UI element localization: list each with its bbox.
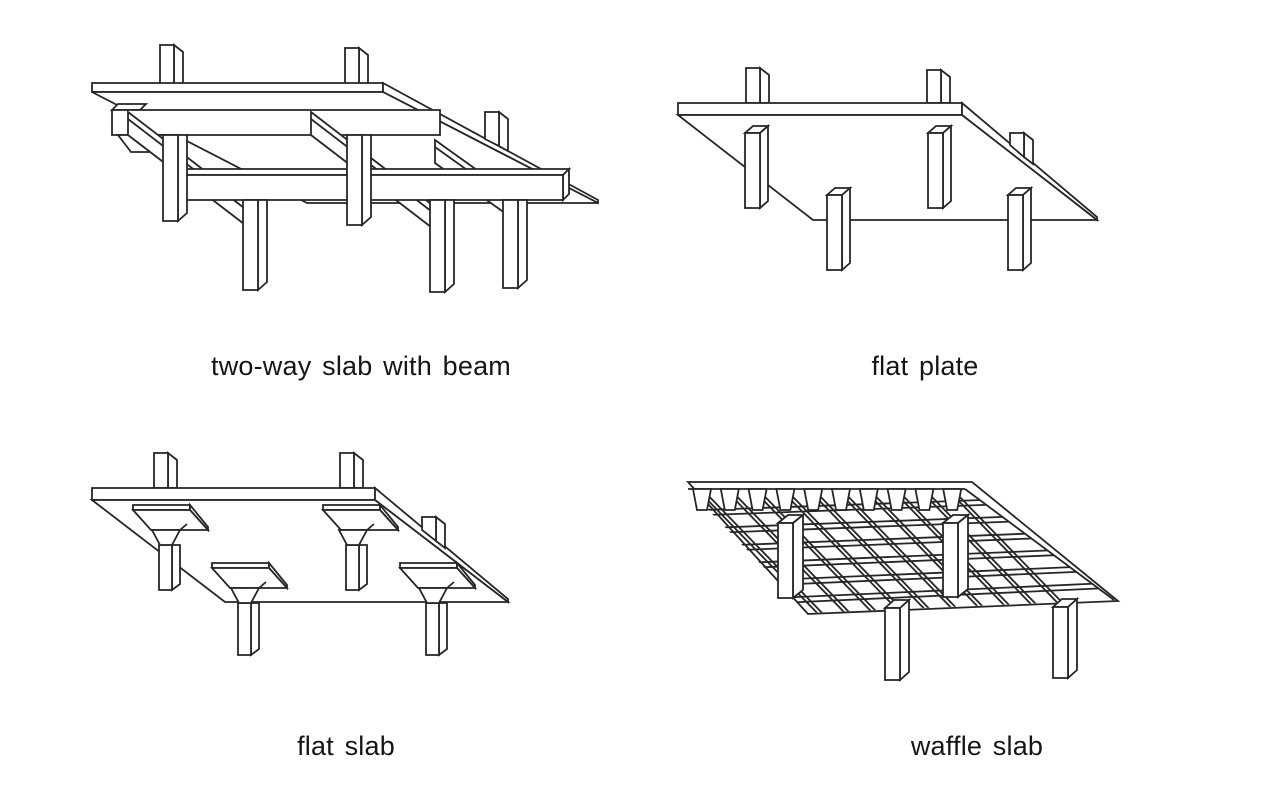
caption-flat-slab: flat slab [297,731,395,761]
waffle-slab-drawing [685,481,1121,683]
caption-two-way-slab-with-beam: two-way slab with beam [210,351,512,381]
caption-waffle-slab: waffle slab [910,731,1044,761]
two-way-slab-with-beam-drawing [91,43,599,295]
flat-slab-drawing [89,451,511,657]
flat-plate-drawing [675,66,1100,272]
caption-flat-plate: flat plate [871,351,979,381]
